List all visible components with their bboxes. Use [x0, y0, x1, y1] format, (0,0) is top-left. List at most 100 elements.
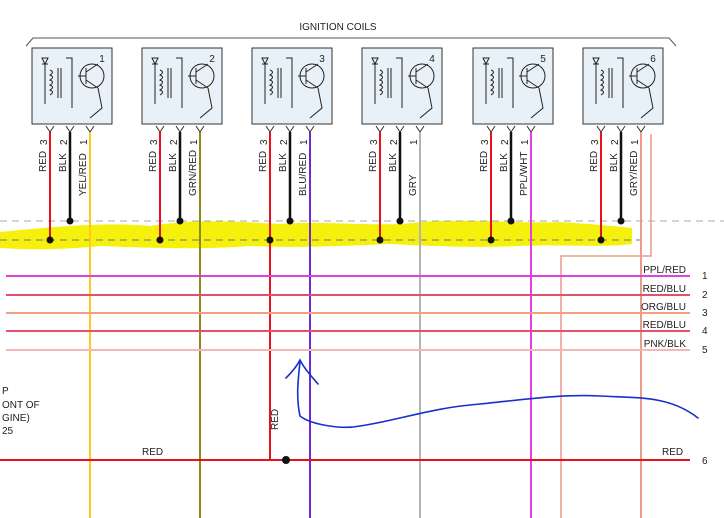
splice-dot — [266, 236, 274, 244]
bus-number: 3 — [702, 308, 708, 319]
pin-number: 2 — [610, 139, 621, 145]
diagram-title: IGNITION COILS — [299, 22, 377, 33]
pin-terminal — [155, 125, 165, 133]
bus-circuit-3: ORG/BLU 3 — [6, 302, 708, 319]
wire-label: RED — [479, 151, 490, 172]
bus-circuit-5: PNK/BLK 5 — [6, 339, 708, 356]
pin-terminal — [45, 125, 55, 133]
pin-terminal — [616, 125, 626, 133]
pin-number: 3 — [369, 139, 380, 145]
location-text-2: ONT OF — [2, 400, 40, 411]
pin-number: 2 — [500, 139, 511, 145]
coil-schematic-icon — [371, 57, 435, 119]
location-text-3: GINE) — [2, 413, 30, 424]
coil-schematic-icon — [41, 57, 105, 119]
pin-number: 1 — [299, 139, 310, 145]
coil-schematic-icon — [151, 57, 215, 119]
pin-terminal — [596, 125, 606, 133]
bus-label: PPL/RED — [643, 265, 686, 276]
wire-label: BLK — [388, 153, 399, 172]
coil-number: 6 — [650, 54, 656, 65]
bus-number: 4 — [702, 326, 708, 337]
pin-terminal — [526, 125, 536, 133]
bus-label: PNK/BLK — [644, 339, 687, 350]
supply-label-right: RED — [662, 447, 683, 458]
splice-dot — [176, 217, 184, 225]
pin-number: 1 — [630, 139, 641, 145]
pin-terminal — [175, 125, 185, 133]
pin-number: 3 — [590, 139, 601, 145]
pin-terminal — [506, 125, 516, 133]
wire-label: GRY/RED — [629, 151, 640, 196]
splice-dot — [66, 217, 74, 225]
pin-number: 3 — [259, 139, 270, 145]
bus-number: 2 — [702, 290, 708, 301]
wire-label: RED — [38, 151, 49, 172]
splice-dot — [376, 236, 384, 244]
pin-terminal — [265, 125, 275, 133]
bus-circuit-2: RED/BLU 2 — [6, 284, 708, 301]
location-text-1: P — [2, 386, 9, 397]
coil-schematic-icon — [261, 57, 325, 119]
bus-number: 5 — [702, 345, 708, 356]
coil-number: 1 — [99, 54, 105, 65]
pin-terminal — [195, 125, 205, 133]
coils-layer: 13RED2BLK1YEL/RED23RED2BLK1GRN/RED33RED2… — [31, 47, 664, 518]
wire-label: GRN/RED — [188, 150, 199, 196]
wire-gry-red-routing — [560, 134, 652, 518]
highlight-band — [0, 220, 632, 250]
title-bracket — [25, 37, 677, 47]
bus-label: RED/BLU — [643, 284, 686, 295]
pin-number: 2 — [279, 139, 290, 145]
splice-dot — [46, 236, 54, 244]
wire-label: GRY — [408, 174, 419, 196]
splice-dot — [507, 217, 515, 225]
pin-number: 2 — [59, 139, 70, 145]
wire-label: BLK — [499, 153, 510, 172]
bus-circuit-1: PPL/RED 1 — [6, 265, 708, 282]
splice-dot — [286, 217, 294, 225]
pin-number: 3 — [149, 139, 160, 145]
splice-dot — [617, 217, 625, 225]
wire-label: YEL/RED — [78, 153, 89, 196]
bus-label: ORG/BLU — [641, 302, 686, 313]
wire-label: BLK — [168, 153, 179, 172]
pin-terminal — [305, 125, 315, 133]
wire-label: BLK — [278, 153, 289, 172]
coil-number: 2 — [209, 54, 215, 65]
coil-schematic-icon — [482, 57, 546, 119]
splice-dot — [396, 217, 404, 225]
coil-number: 3 — [319, 54, 325, 65]
pin-terminal — [486, 125, 496, 133]
wire-label: RED — [368, 151, 379, 172]
supply-vertical-label: RED — [270, 409, 281, 430]
wire-label: RED — [589, 151, 600, 172]
pin-terminal — [415, 125, 425, 133]
supply-label-left: RED — [142, 447, 163, 458]
bus-label: RED/BLU — [643, 320, 686, 331]
pin-terminal — [395, 125, 405, 133]
wire-label: PPL/WHT — [519, 152, 530, 196]
pin-number: 1 — [520, 139, 531, 145]
supply-number: 6 — [702, 456, 708, 467]
pin-terminal — [636, 125, 646, 133]
wire-label: RED — [258, 151, 269, 172]
pin-terminal — [85, 125, 95, 133]
coil-number: 4 — [429, 54, 435, 65]
coil-schematic-icon — [592, 57, 656, 119]
pin-number: 1 — [189, 139, 200, 145]
bus-number: 1 — [702, 271, 708, 282]
supply-junction-dot — [282, 456, 290, 464]
bus-circuit-4: RED/BLU 4 — [6, 320, 708, 337]
pin-number: 2 — [169, 139, 180, 145]
splice-dot — [597, 236, 605, 244]
pin-terminal — [285, 125, 295, 133]
wire-label: RED — [148, 151, 159, 172]
pin-terminal — [65, 125, 75, 133]
